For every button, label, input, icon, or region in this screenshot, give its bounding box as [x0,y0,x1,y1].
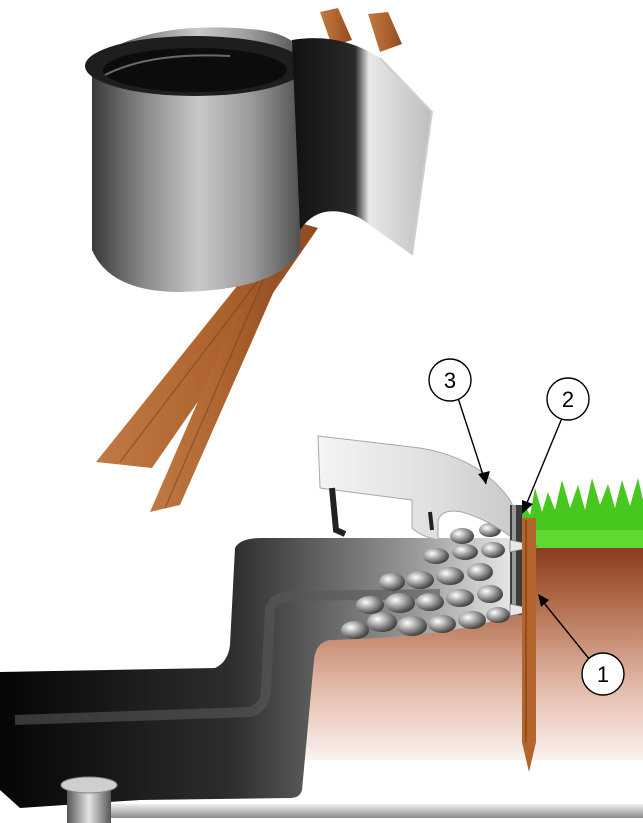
wooden-stake [522,518,536,772]
product-illustration [85,8,432,512]
callout-2-label: 2 [562,387,574,412]
callout-3-label: 3 [444,368,456,393]
steel-edging-roll-icon [85,27,432,292]
drain-pipe [110,804,643,818]
cross-section [0,436,643,823]
callout-1-label: 1 [597,662,609,687]
